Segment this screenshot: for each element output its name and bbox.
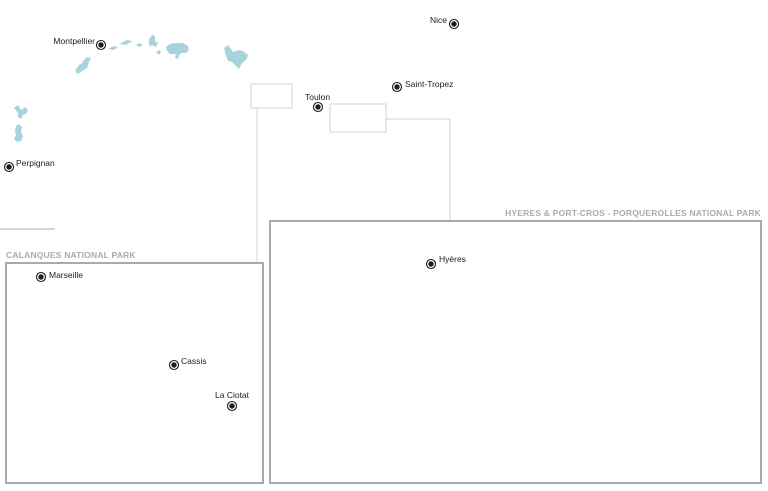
city-marker-toulon: Toulon	[305, 92, 330, 113]
calanques-inset-indicator	[250, 83, 293, 109]
port-cros-connector	[386, 118, 451, 221]
calanques-park-title: CALANQUES NATIONAL PARK	[6, 250, 136, 260]
city-marker-dot	[38, 274, 44, 280]
city-marker-dot	[315, 104, 321, 110]
city-label-saint-tropez: Saint-Tropez	[405, 79, 453, 89]
land-fragment-perpignan-south	[14, 124, 23, 142]
city-marker-perpignan: Perpignan	[3, 158, 55, 173]
city-marker-dot	[6, 164, 12, 170]
city-marker-cassis: Cassis	[168, 356, 207, 371]
land-fragment-camargue-2	[175, 54, 179, 59]
city-marker-dot	[451, 21, 457, 27]
calanques-detail-frame	[5, 262, 264, 484]
city-label-montpellier: Montpellier	[53, 36, 95, 46]
land-fragment-perpignan-north	[14, 105, 28, 119]
land-fragment-montpellier-west-2	[82, 57, 91, 62]
land-fragment-lagoon-2	[119, 40, 132, 45]
coastline-fragments	[14, 35, 248, 142]
port-cros-detail-frame	[269, 220, 762, 484]
land-fragment-lagoon-3	[136, 43, 143, 47]
city-marker-montpellier: Montpellier	[53, 36, 107, 51]
city-marker-saint-tropez: Saint-Tropez	[391, 79, 453, 93]
land-fragment-lagoon-1	[108, 46, 118, 50]
city-marker-la-ciotat: La Ciotat	[215, 390, 250, 412]
city-label-hyeres: Hyères	[439, 254, 466, 264]
city-marker-dot	[229, 403, 235, 409]
land-fragment-camargue	[166, 43, 189, 56]
city-label-nice: Nice	[430, 15, 447, 25]
detail-frames	[5, 220, 762, 484]
city-label-marseille: Marseille	[49, 270, 83, 280]
land-fragment-berre	[224, 45, 248, 69]
city-marker-dot	[428, 261, 434, 267]
city-marker-dot	[171, 362, 177, 368]
city-marker-marseille: Marseille	[35, 270, 83, 283]
connector-lines	[0, 108, 451, 263]
city-marker-hyeres: Hyères	[425, 254, 466, 270]
city-label-toulon: Toulon	[305, 92, 330, 102]
city-marker-nice: Nice	[430, 15, 460, 30]
land-fragment-lagoon-5	[156, 50, 161, 55]
port-cros-park-title: HYERES & PORT-CROS - PORQUEROLLES NATION…	[505, 208, 762, 218]
inset-indicators	[250, 83, 387, 133]
city-marker-dot	[98, 42, 104, 48]
land-fragment-lagoon-4	[149, 35, 158, 47]
port-cros-inset-indicator	[329, 103, 387, 133]
city-label-perpignan: Perpignan	[16, 158, 55, 168]
city-label-la-ciotat: La Ciotat	[215, 390, 250, 400]
city-label-cassis: Cassis	[181, 356, 207, 366]
city-marker-dot	[394, 84, 400, 90]
land-fragment-montpellier-west	[75, 61, 89, 74]
